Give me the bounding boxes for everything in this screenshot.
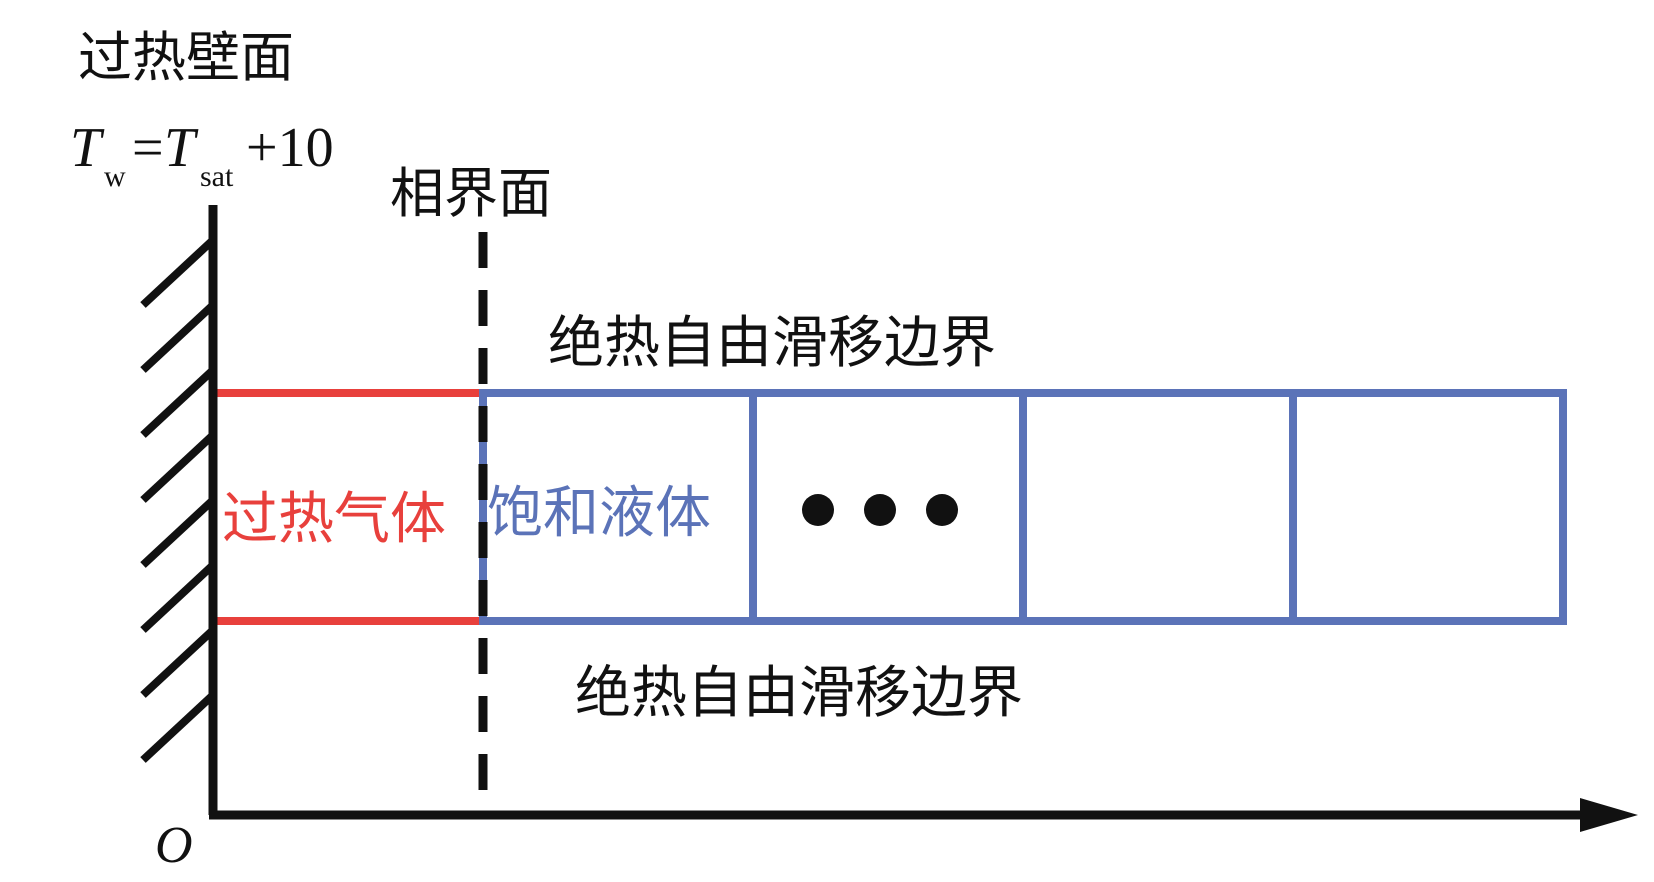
top-boundary-label: 绝热自由滑移边界 [548, 311, 996, 376]
liquid-cell-3 [1019, 389, 1297, 625]
subscript-sat: sat [200, 160, 234, 193]
temp-symbol-wall: T [70, 117, 105, 179]
wall-condition-formula: T w = T sat +10 [70, 117, 334, 199]
interface-label: 相界面 [390, 162, 552, 225]
ellipsis-dot-1 [802, 494, 834, 526]
ellipsis-dot-3 [926, 494, 958, 526]
liquid-region-cells [479, 389, 1567, 625]
ellipsis-dot-2 [864, 494, 896, 526]
temp-symbol-sat: T [164, 117, 199, 179]
liquid-cell-4 [1289, 389, 1567, 625]
x-axis-arrowhead [1580, 798, 1638, 832]
equals-sign: = [132, 117, 164, 179]
vapor-region-label: 过热气体 [222, 487, 446, 552]
bottom-boundary-label: 绝热自由滑移边界 [575, 661, 1023, 726]
plus-ten: +10 [246, 117, 334, 179]
wall-hatching [140, 237, 216, 763]
origin-label: O [155, 817, 193, 874]
wall-title: 过热壁面 [78, 26, 294, 89]
liquid-region-label: 饱和液体 [487, 481, 711, 546]
ellipsis-dots [802, 494, 958, 526]
subscript-w: w [104, 160, 126, 193]
